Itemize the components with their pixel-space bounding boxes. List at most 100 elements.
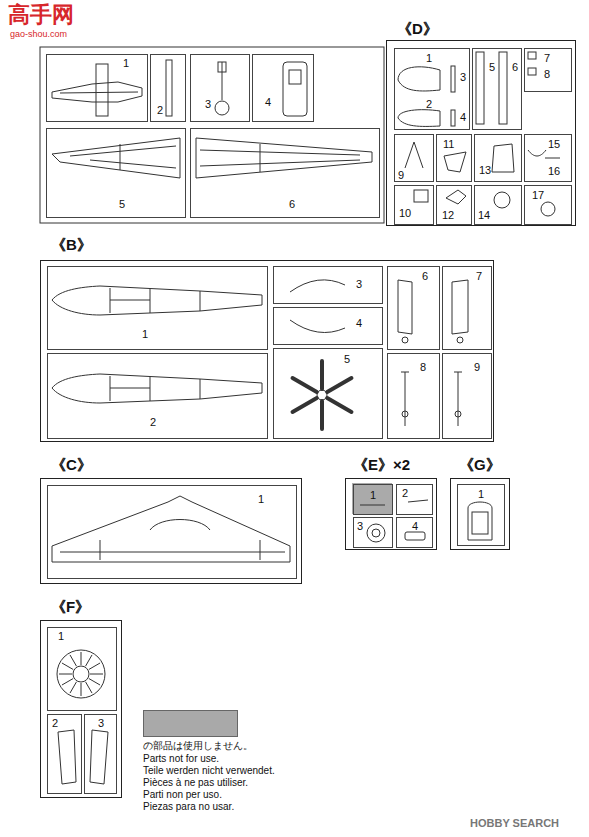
engine <box>70 655 77 666</box>
engine <box>89 663 100 670</box>
small-part <box>444 152 466 172</box>
wing-half <box>52 138 180 178</box>
note-text: Piezas para no usar. <box>143 802 234 812</box>
part-cell: 9 <box>442 353 492 439</box>
cockpit-floor <box>289 70 301 84</box>
part-number: 1 <box>258 494 264 505</box>
part-cell: 11 <box>436 134 472 182</box>
sprue-frame: 《B》123456789 <box>40 260 494 442</box>
propeller <box>327 398 351 412</box>
engine <box>59 652 103 696</box>
canopy-rail <box>290 320 345 333</box>
part-number: 9 <box>474 362 480 373</box>
legend-text: の部品は使用しません。 <box>143 741 253 751</box>
small-part <box>405 532 425 540</box>
fuselage-half <box>52 286 262 315</box>
strut <box>402 411 408 417</box>
part-number: 3 <box>357 521 363 532</box>
part-number: 6 <box>512 62 518 73</box>
part-cell: 5 <box>273 348 383 439</box>
part-number: 13 <box>479 165 491 176</box>
part-cell: 1 <box>46 54 148 122</box>
engine <box>62 679 73 686</box>
engine <box>89 679 100 686</box>
propeller <box>320 401 324 429</box>
small-part <box>360 505 385 506</box>
exhaust <box>58 730 76 784</box>
part-number: 1 <box>478 489 484 500</box>
part-number: 1 <box>426 53 432 64</box>
part-number: 2 <box>402 488 408 499</box>
engine <box>73 666 89 682</box>
panel-line <box>110 376 200 401</box>
part-cell: 1324 <box>394 48 470 130</box>
canopy-rail <box>290 280 345 292</box>
wheel <box>541 202 555 216</box>
part-cell: 10 <box>394 185 434 225</box>
wheel <box>372 529 380 537</box>
cockpit-floor <box>283 62 307 116</box>
part-cell: 13 <box>474 134 522 182</box>
part-number: 3 <box>205 99 211 110</box>
part-number: 3 <box>460 72 466 83</box>
part-cell: 2 <box>47 714 82 794</box>
canopy <box>468 502 492 540</box>
unused-shade <box>352 483 392 514</box>
part-number: 7 <box>544 53 550 64</box>
part-cell: 17 <box>524 185 572 225</box>
propeller <box>320 361 324 389</box>
canopy <box>472 512 488 534</box>
engine <box>57 650 105 698</box>
panel-line <box>70 144 176 170</box>
engine <box>81 652 82 665</box>
part-number: 15 <box>548 139 560 150</box>
part-number: 4 <box>265 97 271 108</box>
part-number: 3 <box>356 279 362 290</box>
small-part <box>451 110 455 126</box>
long-part <box>476 52 484 124</box>
sprue-frame: 《C》1 <box>40 478 302 584</box>
small-part <box>492 144 514 172</box>
sprue-frame <box>40 47 384 223</box>
sprue-frame: 《E》×21234 <box>345 478 437 550</box>
part-number: 1 <box>142 329 148 340</box>
part-number: 3 <box>98 718 104 729</box>
part-cell: 4 <box>252 54 314 122</box>
part-number: 9 <box>398 170 404 181</box>
engine <box>59 674 72 675</box>
small-part <box>408 500 428 502</box>
part-cell: 3 <box>273 266 383 304</box>
wheel <box>494 192 510 208</box>
part-number: 6 <box>422 271 428 282</box>
part-cell: 4 <box>396 517 433 548</box>
part-cell: 78 <box>524 48 572 92</box>
part-number: 12 <box>442 210 454 221</box>
panel-line <box>200 144 360 172</box>
part-number: 5 <box>119 199 125 210</box>
small-part <box>451 66 455 92</box>
fin <box>457 337 463 343</box>
strut <box>455 411 461 417</box>
small-part <box>528 150 546 156</box>
part-number: 2 <box>150 417 156 428</box>
engine <box>62 663 73 670</box>
engine <box>90 674 103 675</box>
seat <box>398 67 440 91</box>
sprue-frame: 《D》1324567891113151610121417 <box>386 40 576 226</box>
part-cell: 14 <box>474 185 522 225</box>
part-number: 14 <box>478 210 490 221</box>
sprue-label: 《C》 <box>51 457 92 472</box>
part-number: 17 <box>532 190 544 201</box>
part-cell: 12 <box>436 185 472 225</box>
part-cell: 3 <box>84 714 117 794</box>
tailplane <box>96 64 108 116</box>
part-outline <box>40 47 560 784</box>
part-cell: 1 <box>47 266 268 350</box>
sprue-label: 《E》×2 <box>353 457 410 472</box>
watermark: gao-shou.com <box>10 30 67 39</box>
propeller <box>293 378 317 392</box>
part-cell: 2 <box>47 353 268 439</box>
sprue-label: 《F》 <box>51 599 90 614</box>
part-number: 8 <box>544 69 550 80</box>
sprue-label: 《B》 <box>51 237 92 252</box>
